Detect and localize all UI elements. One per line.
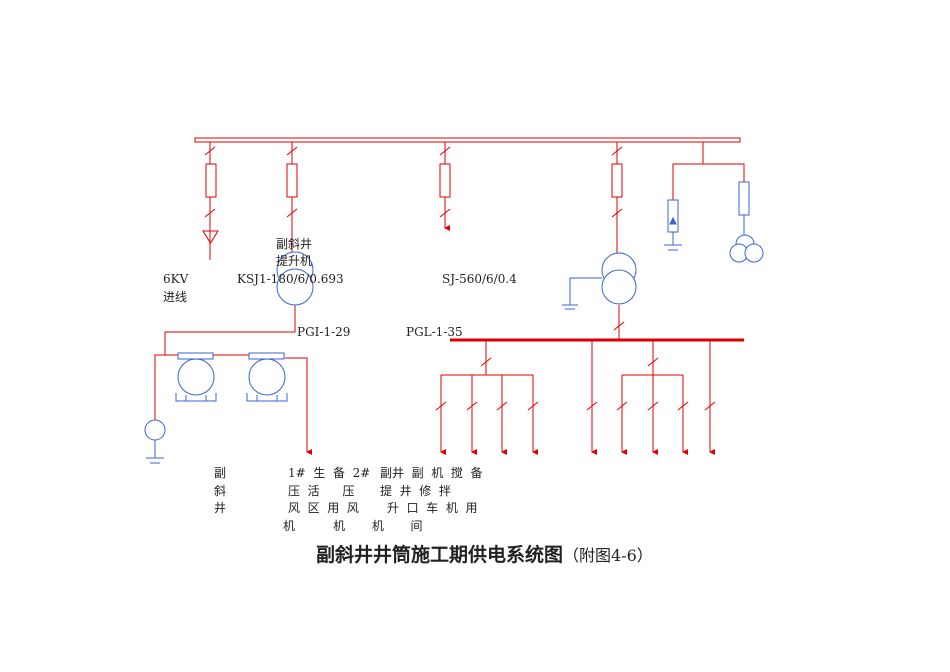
main-transformer-model: SJ-560/6/0.4 <box>442 272 517 286</box>
ground-device-icon <box>144 419 166 441</box>
load-label: 副井 副 机 搅 备 <box>380 466 483 480</box>
load-label: 副 <box>214 466 227 480</box>
switch-mark <box>677 401 689 411</box>
incoming-voltage: 6KV <box>163 272 189 286</box>
load-label: 井 <box>214 501 227 515</box>
hoist-transformer-model: KSJ1-180/6/0.693 <box>237 272 344 286</box>
cabinet-right: PGL-1-35 <box>406 325 463 339</box>
title-main: 副斜井井筒施工期供电系统图 <box>316 544 564 566</box>
load-label: 压 活 压 <box>288 484 355 498</box>
switch-mark <box>435 401 447 411</box>
switch-mark <box>704 401 716 411</box>
incoming-cable-head-icon <box>202 230 219 244</box>
title-sub: （附图4-6） <box>563 546 653 565</box>
switch-mark <box>586 401 598 411</box>
hoist-label: 副斜井 <box>276 237 313 251</box>
switch-mark <box>527 401 539 411</box>
switch-mark <box>616 401 628 411</box>
load-label: 斜 <box>214 484 227 498</box>
surge-arrester-icon <box>667 199 679 233</box>
load-label: 风 区 用 风 <box>288 501 359 515</box>
switch-mark <box>496 401 508 411</box>
cabinet-left: PGI-1-29 <box>297 325 351 339</box>
load-label: 提 井 修 拌 <box>380 484 451 498</box>
load-label: 1# 生 备 2# <box>288 466 371 480</box>
main-busbar <box>194 137 741 143</box>
hoist-label-2: 提升机 <box>276 254 313 268</box>
load-label: 升 口 车 机 用 <box>387 501 478 515</box>
incoming-line: 进线 <box>163 290 188 304</box>
switch-mark <box>466 401 478 411</box>
switch-mark <box>647 401 659 411</box>
diagram-title: 副斜井井筒施工期供电系统图（附图4-6） <box>316 540 653 567</box>
load-label: 机 机 机 间 <box>283 519 423 533</box>
motor-icon <box>248 358 286 396</box>
fuse-icon <box>738 181 750 216</box>
motor-icon <box>177 358 215 396</box>
